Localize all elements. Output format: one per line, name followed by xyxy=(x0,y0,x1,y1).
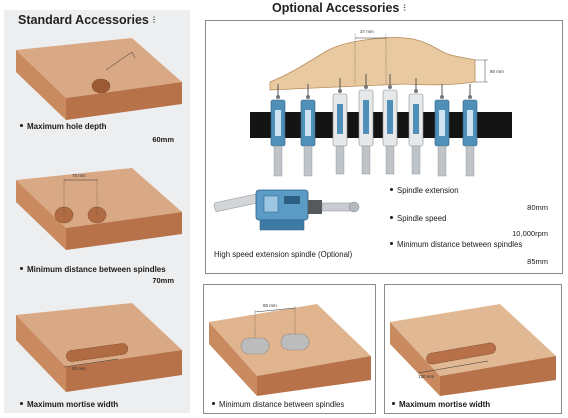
wood-front-face xyxy=(257,356,371,396)
spindle xyxy=(332,78,348,175)
wood-block-mortise-width: 55 mm xyxy=(16,303,182,392)
spindle xyxy=(358,74,374,175)
wood-side-face xyxy=(16,180,66,250)
bottom-right-label: Maximum mortise width xyxy=(392,400,490,409)
dim-label: 130 mm xyxy=(418,374,435,379)
spec-3-label: Minimum distance between spindles xyxy=(390,240,522,249)
dim-label: 70 mm xyxy=(72,173,86,178)
mortise-slot-right xyxy=(280,333,310,351)
wood-side-face xyxy=(209,322,257,396)
optional-title: Optional Accessories⫶ xyxy=(272,1,406,15)
depth-dim-tick xyxy=(131,51,136,59)
wood-side-face xyxy=(390,322,440,396)
item1-value: 60mm xyxy=(152,135,174,144)
spec-2-value: 10,000rpm xyxy=(512,229,548,238)
spec-1-value: 80mm xyxy=(527,203,548,212)
extension-spindle-caption: High speed extension spindle (Optional) xyxy=(214,250,353,259)
depth-dim-line xyxy=(105,51,133,71)
wood-front-face xyxy=(66,212,182,250)
dim-line xyxy=(254,307,296,313)
mortise-slot xyxy=(66,343,129,362)
drill-hole xyxy=(91,78,111,94)
extension-spindle-image xyxy=(213,189,360,231)
wood-side-face xyxy=(16,315,66,392)
wood-block-hole-depth xyxy=(16,38,182,120)
dim-line xyxy=(417,360,489,374)
wood-top-face xyxy=(16,38,182,98)
wood-block-optional-mortise-width: 130 mm xyxy=(390,304,556,396)
wood-block-optional-spindle-distance: 85 mm xyxy=(209,303,371,396)
item2-label: Minimum distance between spindles xyxy=(20,265,166,274)
wood-front-face xyxy=(66,350,182,392)
dim-label: 55 mm xyxy=(72,366,86,371)
wood-front-face xyxy=(66,82,182,120)
spindle xyxy=(462,84,478,177)
dim-label: 85 mm xyxy=(263,303,277,308)
standard-title-text: Standard Accessories xyxy=(18,13,149,27)
curved-template xyxy=(269,37,476,91)
optional-title-mark: ⫶ xyxy=(403,3,406,13)
spec-1-label: Spindle extension xyxy=(390,186,459,195)
side-dim-label: 80 mm xyxy=(490,69,504,74)
spindle xyxy=(300,84,316,177)
dim-line xyxy=(63,358,119,368)
wood-side-face xyxy=(16,50,66,120)
spec-2-label: Spindle speed xyxy=(390,214,446,223)
multi-spindle-head: 37 mm 80 mm xyxy=(250,29,512,177)
top-dim-label: 37 mm xyxy=(360,29,374,34)
bottom-mid-label: Minimum distance between spindles xyxy=(212,400,344,409)
spindle xyxy=(382,74,398,175)
wood-top-face xyxy=(16,303,182,367)
spindle-row xyxy=(270,74,478,177)
standard-title: Standard Accessories⫶ xyxy=(18,13,155,27)
mortise-slot-left xyxy=(240,337,270,355)
wood-block-spindle-distance: 70 mm xyxy=(16,168,182,250)
spec-3-value: 85mm xyxy=(527,257,548,266)
item3-label: Maximum mortise width xyxy=(20,400,118,409)
spindle xyxy=(270,84,286,177)
wood-front-face xyxy=(440,356,556,396)
item2-value: 70mm xyxy=(152,276,174,285)
spindle xyxy=(434,84,450,177)
mortise-slot xyxy=(426,342,496,365)
standard-title-mark: ⫶ xyxy=(152,15,156,25)
item1-label: Maximum hole depth xyxy=(20,122,107,131)
optional-title-text: Optional Accessories xyxy=(272,1,400,15)
spindle xyxy=(408,78,424,175)
